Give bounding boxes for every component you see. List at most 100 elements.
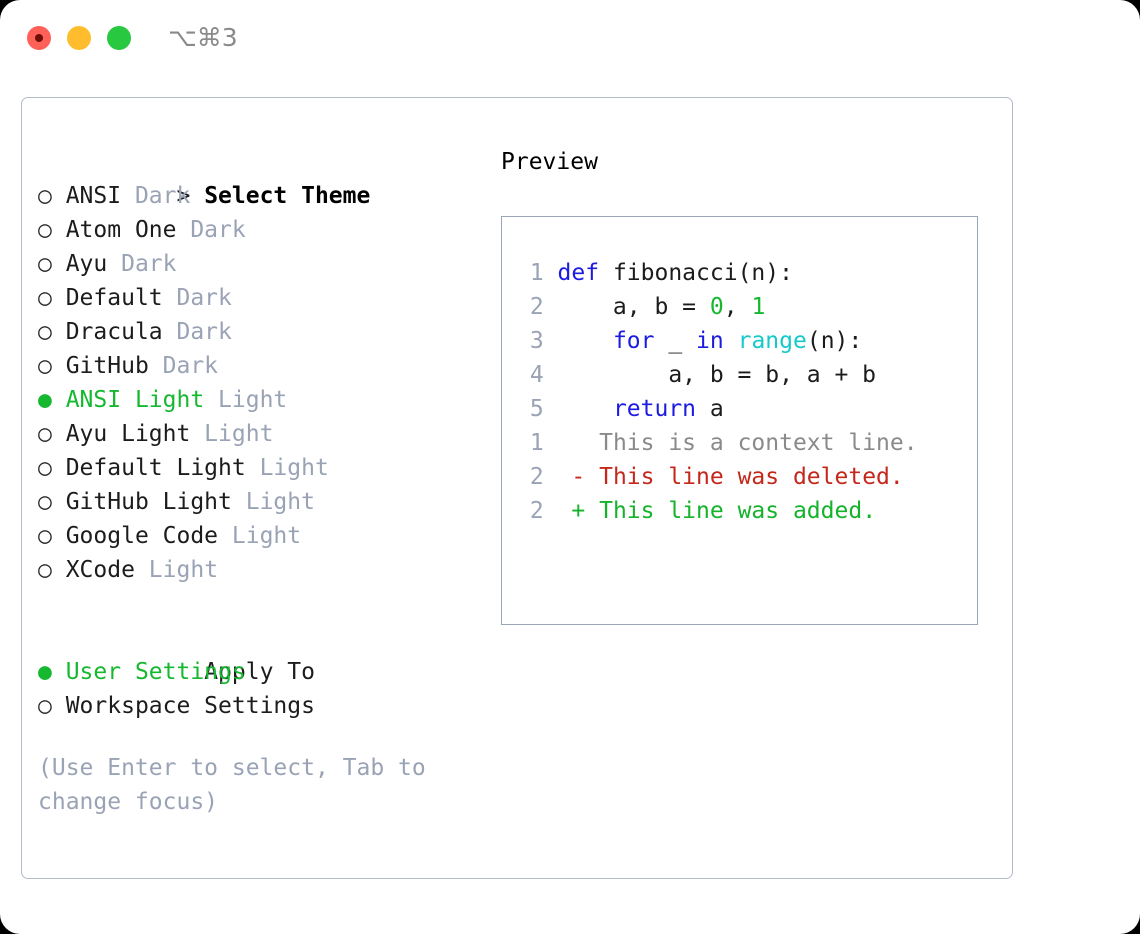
code-gutter-space [544, 294, 558, 320]
apply-to-option-label: User Settings [65, 659, 246, 685]
main-panel: > Select Theme ○ ANSI Dark○ Atom One Dar… [21, 97, 1013, 879]
theme-kind-label: Light [245, 455, 329, 481]
code-token [558, 328, 613, 354]
code-gutter-space [544, 362, 558, 388]
traffic-light-buttons [27, 26, 131, 50]
apply-to-list: ● User Settings○ Workspace Settings [38, 655, 488, 723]
code-gutter-space [544, 260, 558, 286]
code-token: (n): [806, 328, 863, 354]
radio-unselected-icon[interactable]: ○ [38, 693, 66, 719]
radio-unselected-icon[interactable]: ○ [38, 523, 66, 549]
code-token: range [737, 328, 807, 354]
code-token [724, 328, 738, 354]
theme-kind-label: Dark [162, 285, 232, 311]
theme-list-item[interactable]: ○ Ayu Dark [38, 247, 488, 281]
heading-caret-icon: > [176, 183, 205, 209]
radio-selected-icon[interactable]: ● [38, 387, 66, 413]
apply-to-heading-label: Apply To [204, 659, 315, 685]
theme-list-item[interactable]: ○ Atom One Dark [38, 213, 488, 247]
theme-kind-label: Light [204, 387, 288, 413]
radio-unselected-icon[interactable]: ○ [38, 455, 66, 481]
code-token: a, b = b, a + b [557, 362, 877, 388]
minimize-button[interactable] [67, 26, 91, 50]
code-token: , [723, 294, 752, 320]
code-token: _ [654, 328, 697, 354]
apply-to-option[interactable]: ○ Workspace Settings [38, 689, 488, 723]
close-button[interactable] [27, 26, 51, 50]
theme-name-label: Google Code [65, 523, 219, 549]
code-token: 1 [751, 294, 766, 320]
theme-list-item[interactable]: ○ GitHub Light Light [38, 485, 488, 519]
apply-to-option-label: Workspace Settings [65, 693, 315, 719]
diff-marker: + [571, 498, 600, 524]
theme-kind-label: Dark [107, 251, 177, 277]
theme-list-item[interactable]: ○ Dracula Dark [38, 315, 488, 349]
theme-list-item[interactable]: ○ Ayu Light Light [38, 417, 488, 451]
radio-unselected-icon[interactable]: ○ [38, 285, 66, 311]
line-number: 4 [529, 362, 544, 388]
code-token: in [696, 328, 724, 354]
theme-kind-label: Dark [176, 217, 246, 243]
keyboard-shortcut-label: ⌥⌘3 [168, 23, 238, 52]
preview-title: Preview [501, 149, 598, 175]
radio-unselected-icon[interactable]: ○ [38, 353, 66, 379]
theme-list-item[interactable]: ○ GitHub Dark [38, 349, 488, 383]
diff-text: This is a context line. [599, 430, 918, 456]
diff-line-number: 2 [529, 498, 544, 524]
section-spacer [38, 587, 488, 621]
radio-unselected-icon[interactable]: ○ [38, 217, 66, 243]
theme-list-item[interactable]: ○ Google Code Light [38, 519, 488, 553]
theme-list-item[interactable]: ○ ANSI Dark [38, 179, 488, 213]
theme-list-item[interactable]: ● ANSI Light Light [38, 383, 488, 417]
theme-name-label: Dracula [65, 319, 163, 345]
code-gutter-space [544, 396, 558, 422]
radio-unselected-icon[interactable]: ○ [38, 489, 66, 515]
theme-name-label: XCode [65, 557, 135, 583]
line-number: 3 [529, 328, 544, 354]
apply-to-option[interactable]: ● User Settings [38, 655, 488, 689]
diff-marker: - [571, 464, 600, 490]
code-token: 0 [709, 294, 724, 320]
theme-kind-label: Light [134, 557, 219, 583]
radio-unselected-icon[interactable]: ○ [38, 319, 66, 345]
theme-picker-column: > Select Theme ○ ANSI Dark○ Atom One Dar… [38, 145, 488, 819]
theme-kind-label: Dark [162, 319, 232, 345]
radio-unselected-icon[interactable]: ○ [38, 251, 66, 277]
theme-name-label: GitHub Light [65, 489, 232, 515]
title-bar: ⌥⌘3 [0, 0, 1140, 78]
apply-to-heading: Apply To [38, 621, 488, 685]
code-token: fibonacci(n): [599, 260, 793, 286]
theme-list-item[interactable]: ○ Default Dark [38, 281, 488, 315]
code-line: 2 a, b = 0, 1 [516, 290, 876, 324]
diff-sample: 1 This is a context line.2 - This line w… [516, 426, 918, 528]
theme-name-label: ANSI [65, 183, 122, 209]
theme-name-label: Ayu Light [65, 421, 191, 447]
theme-name-label: Default [65, 285, 163, 311]
theme-name-label: Default Light [65, 455, 246, 481]
theme-list-item[interactable]: ○ XCode Light [38, 553, 488, 587]
code-line: 3 for _ in range(n): [516, 324, 876, 358]
code-token [558, 396, 613, 422]
code-token: def [557, 260, 600, 286]
theme-kind-label: Light [231, 489, 315, 515]
code-line: 5 return a [516, 392, 876, 426]
line-number: 5 [529, 396, 544, 422]
theme-picker-heading: > Select Theme [38, 145, 488, 209]
radio-unselected-icon[interactable]: ○ [38, 183, 66, 209]
radio-unselected-icon[interactable]: ○ [38, 557, 66, 583]
code-token: a, b = [557, 294, 710, 320]
theme-picker-heading-label: Select Theme [204, 183, 371, 209]
theme-kind-label: Dark [121, 183, 191, 209]
zoom-button[interactable] [107, 26, 131, 50]
radio-unselected-icon[interactable]: ○ [38, 421, 66, 447]
theme-list-item[interactable]: ○ Default Light Light [38, 451, 488, 485]
code-token: a [696, 396, 724, 422]
code-gutter-space [544, 328, 558, 354]
theme-name-label: Atom One [65, 217, 177, 243]
theme-name-label: ANSI Light [65, 387, 205, 413]
code-line: 4 a, b = b, a + b [516, 358, 876, 392]
line-number: 2 [529, 294, 544, 320]
radio-selected-icon[interactable]: ● [38, 659, 66, 685]
